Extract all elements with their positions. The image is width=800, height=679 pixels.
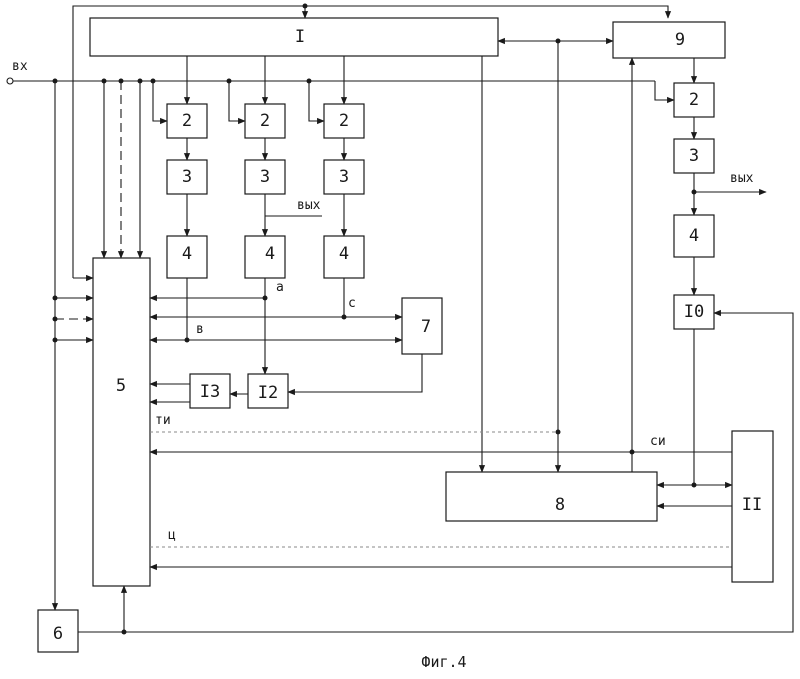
block-2-a-label: 2: [182, 111, 192, 131]
block-13-label: I3: [200, 382, 220, 402]
block-3-a-label: 3: [182, 167, 192, 187]
wire-input-to-block-2-d: [655, 81, 674, 100]
block-7-label: 7: [421, 317, 431, 337]
block-11-label: II: [742, 495, 762, 515]
signal-si-label: си: [650, 434, 666, 449]
block-5: 5: [93, 258, 150, 586]
block-1-label: I: [295, 27, 305, 47]
block-2-b: 2: [245, 104, 285, 138]
block-6-label: 6: [53, 624, 63, 644]
block-2-c-label: 2: [339, 111, 349, 131]
block-5-label: 5: [116, 376, 126, 396]
signal-input-label: вх: [12, 59, 28, 74]
block-7: 7: [402, 298, 442, 354]
block-3-a: 3: [167, 160, 207, 194]
block-9-label: 9: [675, 30, 685, 50]
block-13: I3: [190, 374, 230, 408]
block-12-label: I2: [258, 383, 278, 403]
block-3-d: 3: [674, 139, 714, 173]
signal-s-label: с: [348, 296, 356, 311]
block-3-c: 3: [324, 160, 364, 194]
block-2-a: 2: [167, 104, 207, 138]
figure-caption: Фиг.4: [421, 653, 466, 671]
signal-ti-label: ти: [155, 413, 171, 428]
block-6: 6: [38, 610, 78, 652]
block-3-b: 3: [245, 160, 285, 194]
signal-ts-label: ц: [168, 528, 176, 543]
block-8-label: 8: [555, 495, 565, 515]
signal-output-right-label: вых: [730, 171, 754, 186]
block-4-b: 4: [245, 236, 285, 278]
block-2-b-label: 2: [260, 111, 270, 131]
block-9: 9: [613, 22, 725, 58]
block-4-d-label: 4: [689, 226, 699, 246]
block-10: I0: [674, 295, 714, 329]
block-3-d-label: 3: [689, 146, 699, 166]
signal-a-label: а: [276, 280, 284, 295]
block-10-label: I0: [684, 302, 704, 322]
signal-output-middle-label: вых: [297, 198, 321, 213]
block-4-a: 4: [167, 236, 207, 278]
block-4-a-label: 4: [182, 244, 192, 264]
block-3-b-label: 3: [260, 167, 270, 187]
block-4-c: 4: [324, 236, 364, 278]
signal-v-label: в: [196, 322, 204, 337]
block-8: 8: [446, 472, 657, 521]
block-4-b-label: 4: [265, 244, 275, 264]
block-3-c-label: 3: [339, 167, 349, 187]
block-1: I: [90, 18, 498, 56]
block-2-d-label: 2: [689, 90, 699, 110]
block-2-c: 2: [324, 104, 364, 138]
block-12: I2: [248, 374, 288, 408]
block-2-d: 2: [674, 83, 714, 117]
block-11: II: [732, 431, 773, 582]
block-4-c-label: 4: [339, 244, 349, 264]
input-terminal: [7, 78, 13, 84]
block-4-d: 4: [674, 215, 714, 257]
